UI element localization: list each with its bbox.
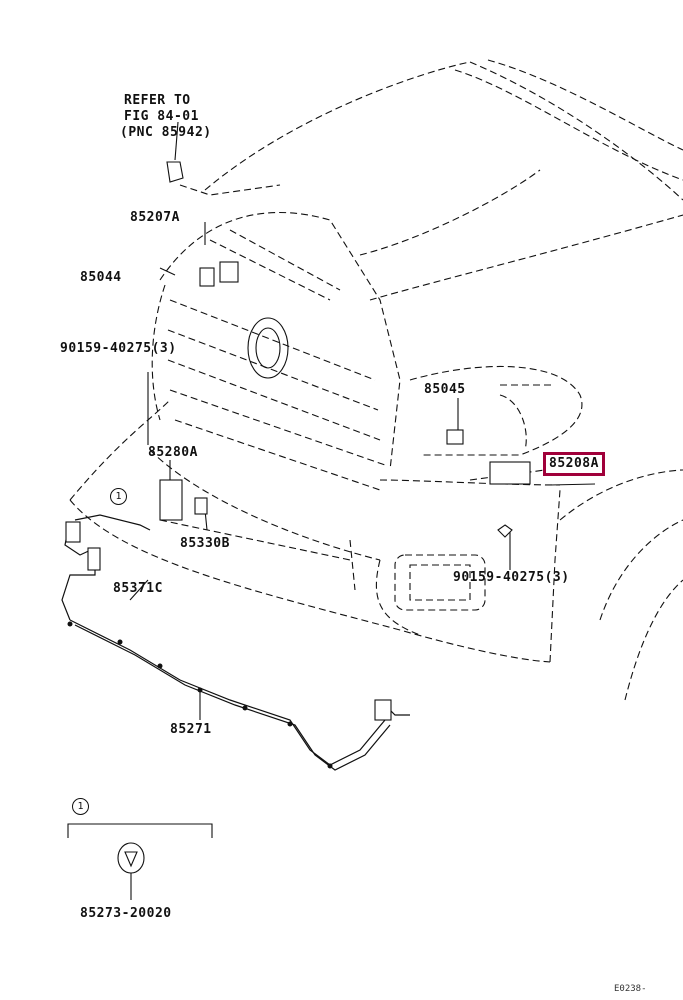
figure-code: E0238-	[614, 984, 647, 994]
part-label-90159-left[interactable]: 90159-40275(3)	[60, 341, 177, 356]
part-label-85371c[interactable]: 85371C	[113, 581, 163, 596]
part-label-85208a-highlighted[interactable]: 85208A	[543, 452, 605, 476]
refer-note-line-1: REFER TO	[124, 93, 191, 108]
part-label-85273-20020[interactable]: 85273-20020	[80, 906, 172, 921]
part-label-90159-right[interactable]: 90159-40275(3)	[453, 570, 570, 585]
callout-marker-detail: 1	[72, 798, 89, 815]
part-label-85271[interactable]: 85271	[170, 722, 212, 737]
part-label-85207a[interactable]: 85207A	[130, 210, 180, 225]
refer-note-line-3: (PNC 85942)	[120, 125, 212, 140]
callout-marker-main: 1	[110, 488, 127, 505]
part-label-85045[interactable]: 85045	[424, 382, 466, 397]
part-label-85280a[interactable]: 85280A	[148, 445, 198, 460]
part-label-85044[interactable]: 85044	[80, 270, 122, 285]
refer-note-line-2: FIG 84-01	[124, 109, 199, 124]
part-label-85330b[interactable]: 85330B	[180, 536, 230, 551]
